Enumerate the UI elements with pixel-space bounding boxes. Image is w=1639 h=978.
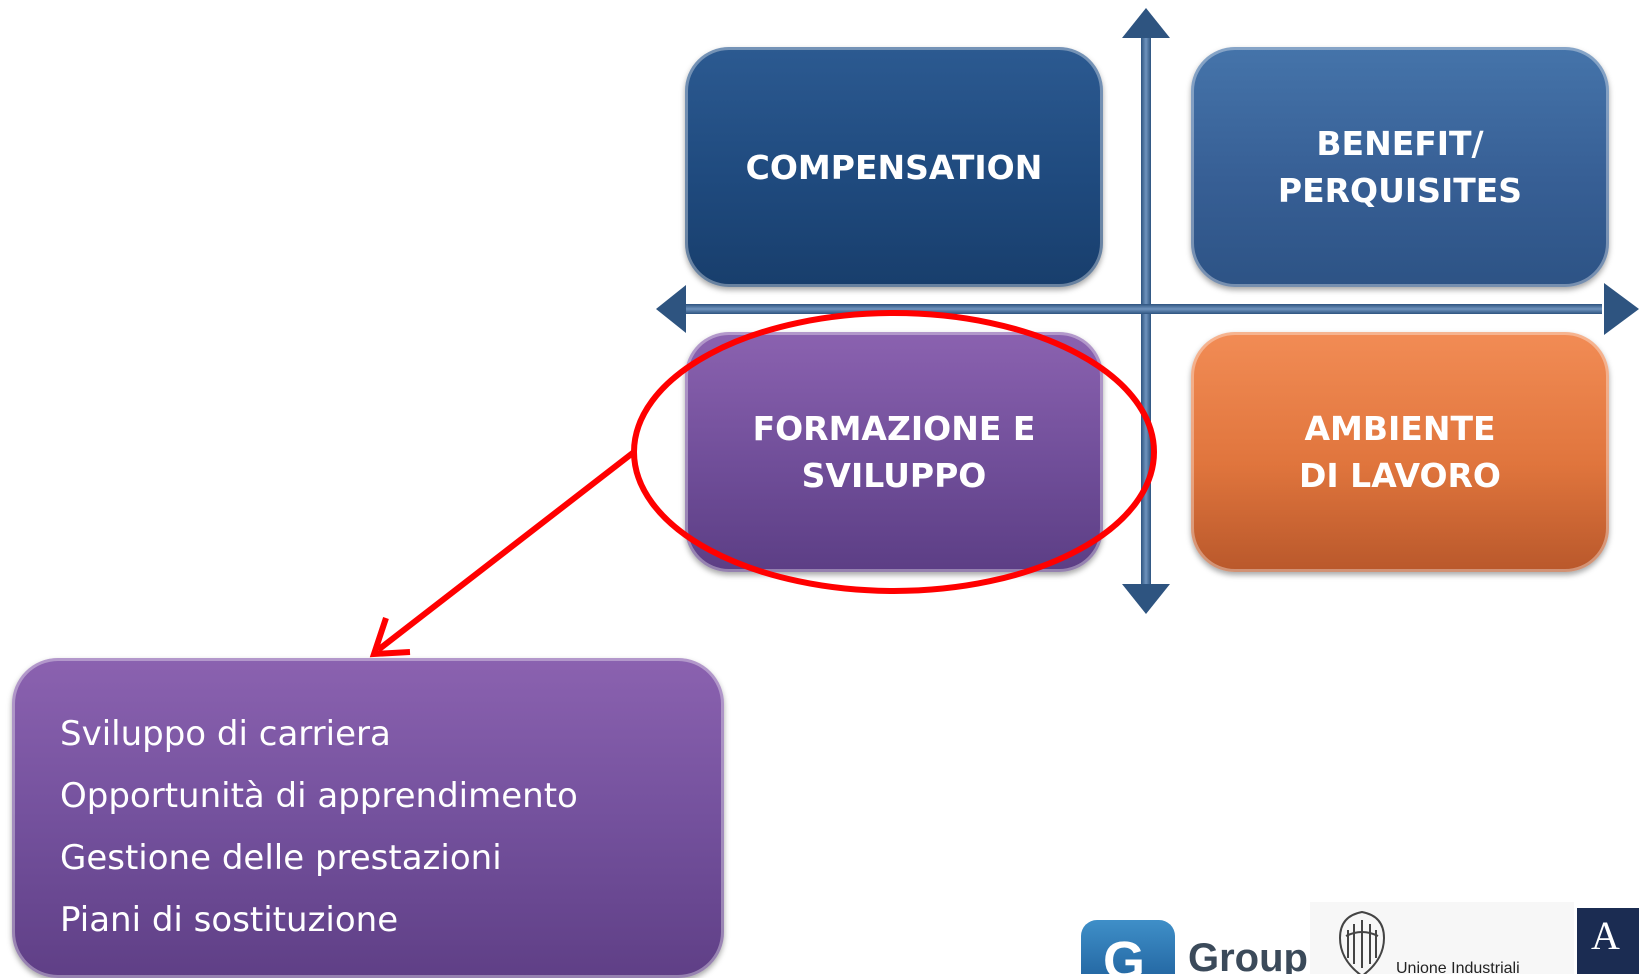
connector-line xyxy=(376,449,636,653)
detail-box-formazione: Sviluppo di carriera Opportunità di appr… xyxy=(12,658,724,978)
arrow-up-icon xyxy=(1122,8,1170,38)
detail-list: Sviluppo di carriera Opportunità di appr… xyxy=(60,708,724,956)
gi-group-letter: G xyxy=(1103,931,1146,974)
right-logo: A xyxy=(1577,908,1639,974)
arrow-left-icon xyxy=(656,285,686,333)
quadrant-benefit-label-line1: BENEFIT/ xyxy=(1316,124,1484,163)
detail-item: Opportunità di apprendimento xyxy=(60,776,578,816)
quadrant-ambiente-di-lavoro: AMBIENTE DI LAVORO xyxy=(1191,332,1609,572)
quadrant-compensation: COMPENSATION xyxy=(685,47,1103,287)
quadrant-compensation-label: COMPENSATION xyxy=(745,147,1043,187)
logo-strip: G Group Unione Industriali A xyxy=(1070,902,1639,974)
quadrant-formazione-label-line2: SVILUPPO xyxy=(801,456,987,495)
unione-industriali-text: Unione Industriali xyxy=(1396,960,1520,974)
detail-item: Piani di sostituzione xyxy=(60,900,399,940)
quadrant-ambiente-label-line1: AMBIENTE xyxy=(1304,409,1496,448)
quadrant-ambiente-label-line2: DI LAVORO xyxy=(1299,456,1501,495)
quadrant-benefit-perquisites: BENEFIT/ PERQUISITES xyxy=(1191,47,1609,287)
arrow-down-icon xyxy=(1122,584,1170,614)
quadrant-formazione-label-line1: FORMAZIONE E xyxy=(752,409,1036,448)
vertical-axis xyxy=(1141,34,1151,598)
gi-group-text: Group xyxy=(1188,936,1308,974)
detail-item: Sviluppo di carriera xyxy=(60,714,391,754)
quadrant-benefit-label-line2: PERQUISITES xyxy=(1277,171,1523,210)
right-logo-letter: A xyxy=(1591,913,1620,958)
unione-industriali-emblem-icon xyxy=(1338,910,1386,974)
gi-group-logo: G xyxy=(1081,920,1175,974)
connector-arrowhead-icon xyxy=(369,617,411,658)
detail-item: Gestione delle prestazioni xyxy=(60,838,502,878)
quadrant-formazione-sviluppo: FORMAZIONE E SVILUPPO xyxy=(685,332,1103,572)
arrow-right-icon xyxy=(1604,283,1639,335)
horizontal-axis xyxy=(682,304,1602,314)
